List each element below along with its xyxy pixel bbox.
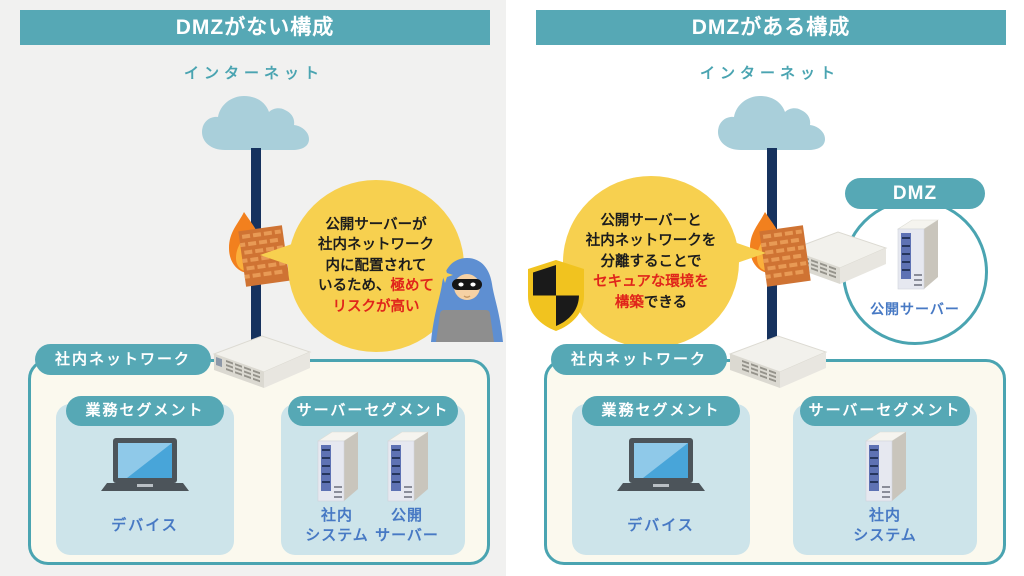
device-label: デバイス (111, 517, 179, 534)
server-segment-box (281, 404, 465, 555)
secure-speech-bubble: 公開サーバーと 社内ネットワークを 分離することで セキュアな環境を 構築できる (563, 176, 739, 348)
business-segment-label: 業務セグメント (582, 396, 740, 426)
bubble-line: 構築できる (614, 294, 688, 311)
page-title: DMZがない構成 (20, 10, 490, 45)
dmz-public-server-icon (894, 216, 940, 295)
internal-system-server-icon (862, 428, 908, 507)
business-segment-label: 業務セグメント (66, 396, 224, 426)
speech-bubble-tail (260, 244, 292, 266)
bubble-line: 分離することで (600, 253, 702, 270)
device-label: デバイス (627, 517, 695, 534)
bubble-line: 社内ネットワークを (585, 233, 717, 250)
bubble-line: 内に配置されて (325, 257, 427, 274)
dmz-public-server-label: 公開サーバー (870, 301, 960, 317)
laptop-icon (99, 438, 191, 499)
laptop-icon (615, 438, 707, 499)
internal-system-server-icon (314, 428, 360, 507)
network-switch-icon (728, 330, 828, 397)
server-segment-label: サーバーセグメント (288, 396, 458, 426)
bubble-line: 公開サーバーと (600, 212, 702, 229)
public-server-icon (384, 428, 430, 507)
bubble-line: 社内ネットワーク (318, 237, 434, 254)
network-switch-icon (212, 330, 312, 397)
internal-network-label: 社内ネットワーク (35, 344, 212, 375)
security-shield-icon (524, 258, 588, 337)
panel-with-dmz: DMZがある構成 インターネット DMZ (506, 0, 1024, 576)
page-title: DMZがある構成 (536, 10, 1006, 45)
internal-system-label: 社内 システム (853, 507, 917, 544)
internet-cloud-icon (198, 90, 314, 159)
internal-network-label: 社内ネットワーク (551, 344, 728, 375)
dmz-label: DMZ (845, 178, 985, 209)
bubble-line: リスクが高い (332, 298, 420, 315)
hacker-icon (422, 254, 512, 351)
internet-label: インターネット (699, 65, 840, 82)
internet-cloud-icon (714, 90, 830, 159)
public-server-label: 公開 サーバー (375, 507, 439, 544)
bubble-line: 公開サーバーが (325, 216, 427, 233)
server-segment-label: サーバーセグメント (800, 396, 970, 426)
panel-no-dmz: DMZがない構成 インターネット (0, 0, 506, 576)
internet-label: インターネット (183, 65, 324, 82)
speech-bubble-tail (734, 242, 766, 264)
bubble-line: セキュアな環境を (593, 274, 709, 291)
internal-system-label: 社内 システム (305, 507, 369, 544)
bubble-line: いるため、極めて (318, 278, 434, 295)
